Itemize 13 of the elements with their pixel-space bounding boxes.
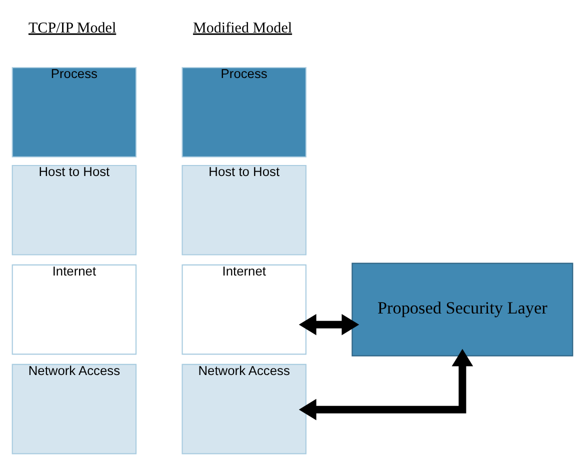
arrow: [298, 313, 360, 335]
node-box: Proposed Security Layer: [352, 262, 574, 356]
label: Modified Model: [193, 20, 292, 36]
node-box: Network Access: [12, 363, 137, 454]
node-box: Internet: [12, 264, 137, 354]
node-box: Network Access: [182, 363, 306, 454]
node-box: Internet: [182, 264, 306, 354]
node-box: Process: [12, 66, 137, 157]
node-box: Process: [182, 66, 306, 157]
label: TCP/IP Model: [28, 20, 116, 36]
node-box: Host to Host: [182, 164, 306, 255]
node-box: Host to Host: [12, 164, 137, 255]
arrow: [298, 348, 474, 420]
